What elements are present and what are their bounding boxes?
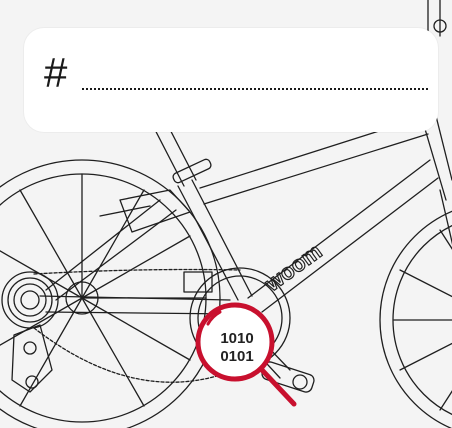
cassette bbox=[1, 271, 59, 329]
front-wheel bbox=[379, 210, 452, 428]
serial-code-line-1: 1010 bbox=[220, 330, 254, 347]
serial-prefix: # bbox=[44, 49, 68, 96]
serial-entry-line bbox=[82, 88, 428, 90]
rear-derailleur bbox=[11, 324, 53, 393]
serial-code: 1010 0101 bbox=[209, 330, 265, 366]
frame-detail bbox=[119, 189, 191, 233]
serial-number-card: # bbox=[24, 28, 438, 132]
serial-code-line-2: 0101 bbox=[220, 348, 254, 365]
bracket bbox=[183, 271, 213, 293]
magnifying-glass-icon bbox=[195, 302, 297, 407]
rear-wheel bbox=[0, 159, 221, 428]
chain bbox=[33, 268, 241, 383]
